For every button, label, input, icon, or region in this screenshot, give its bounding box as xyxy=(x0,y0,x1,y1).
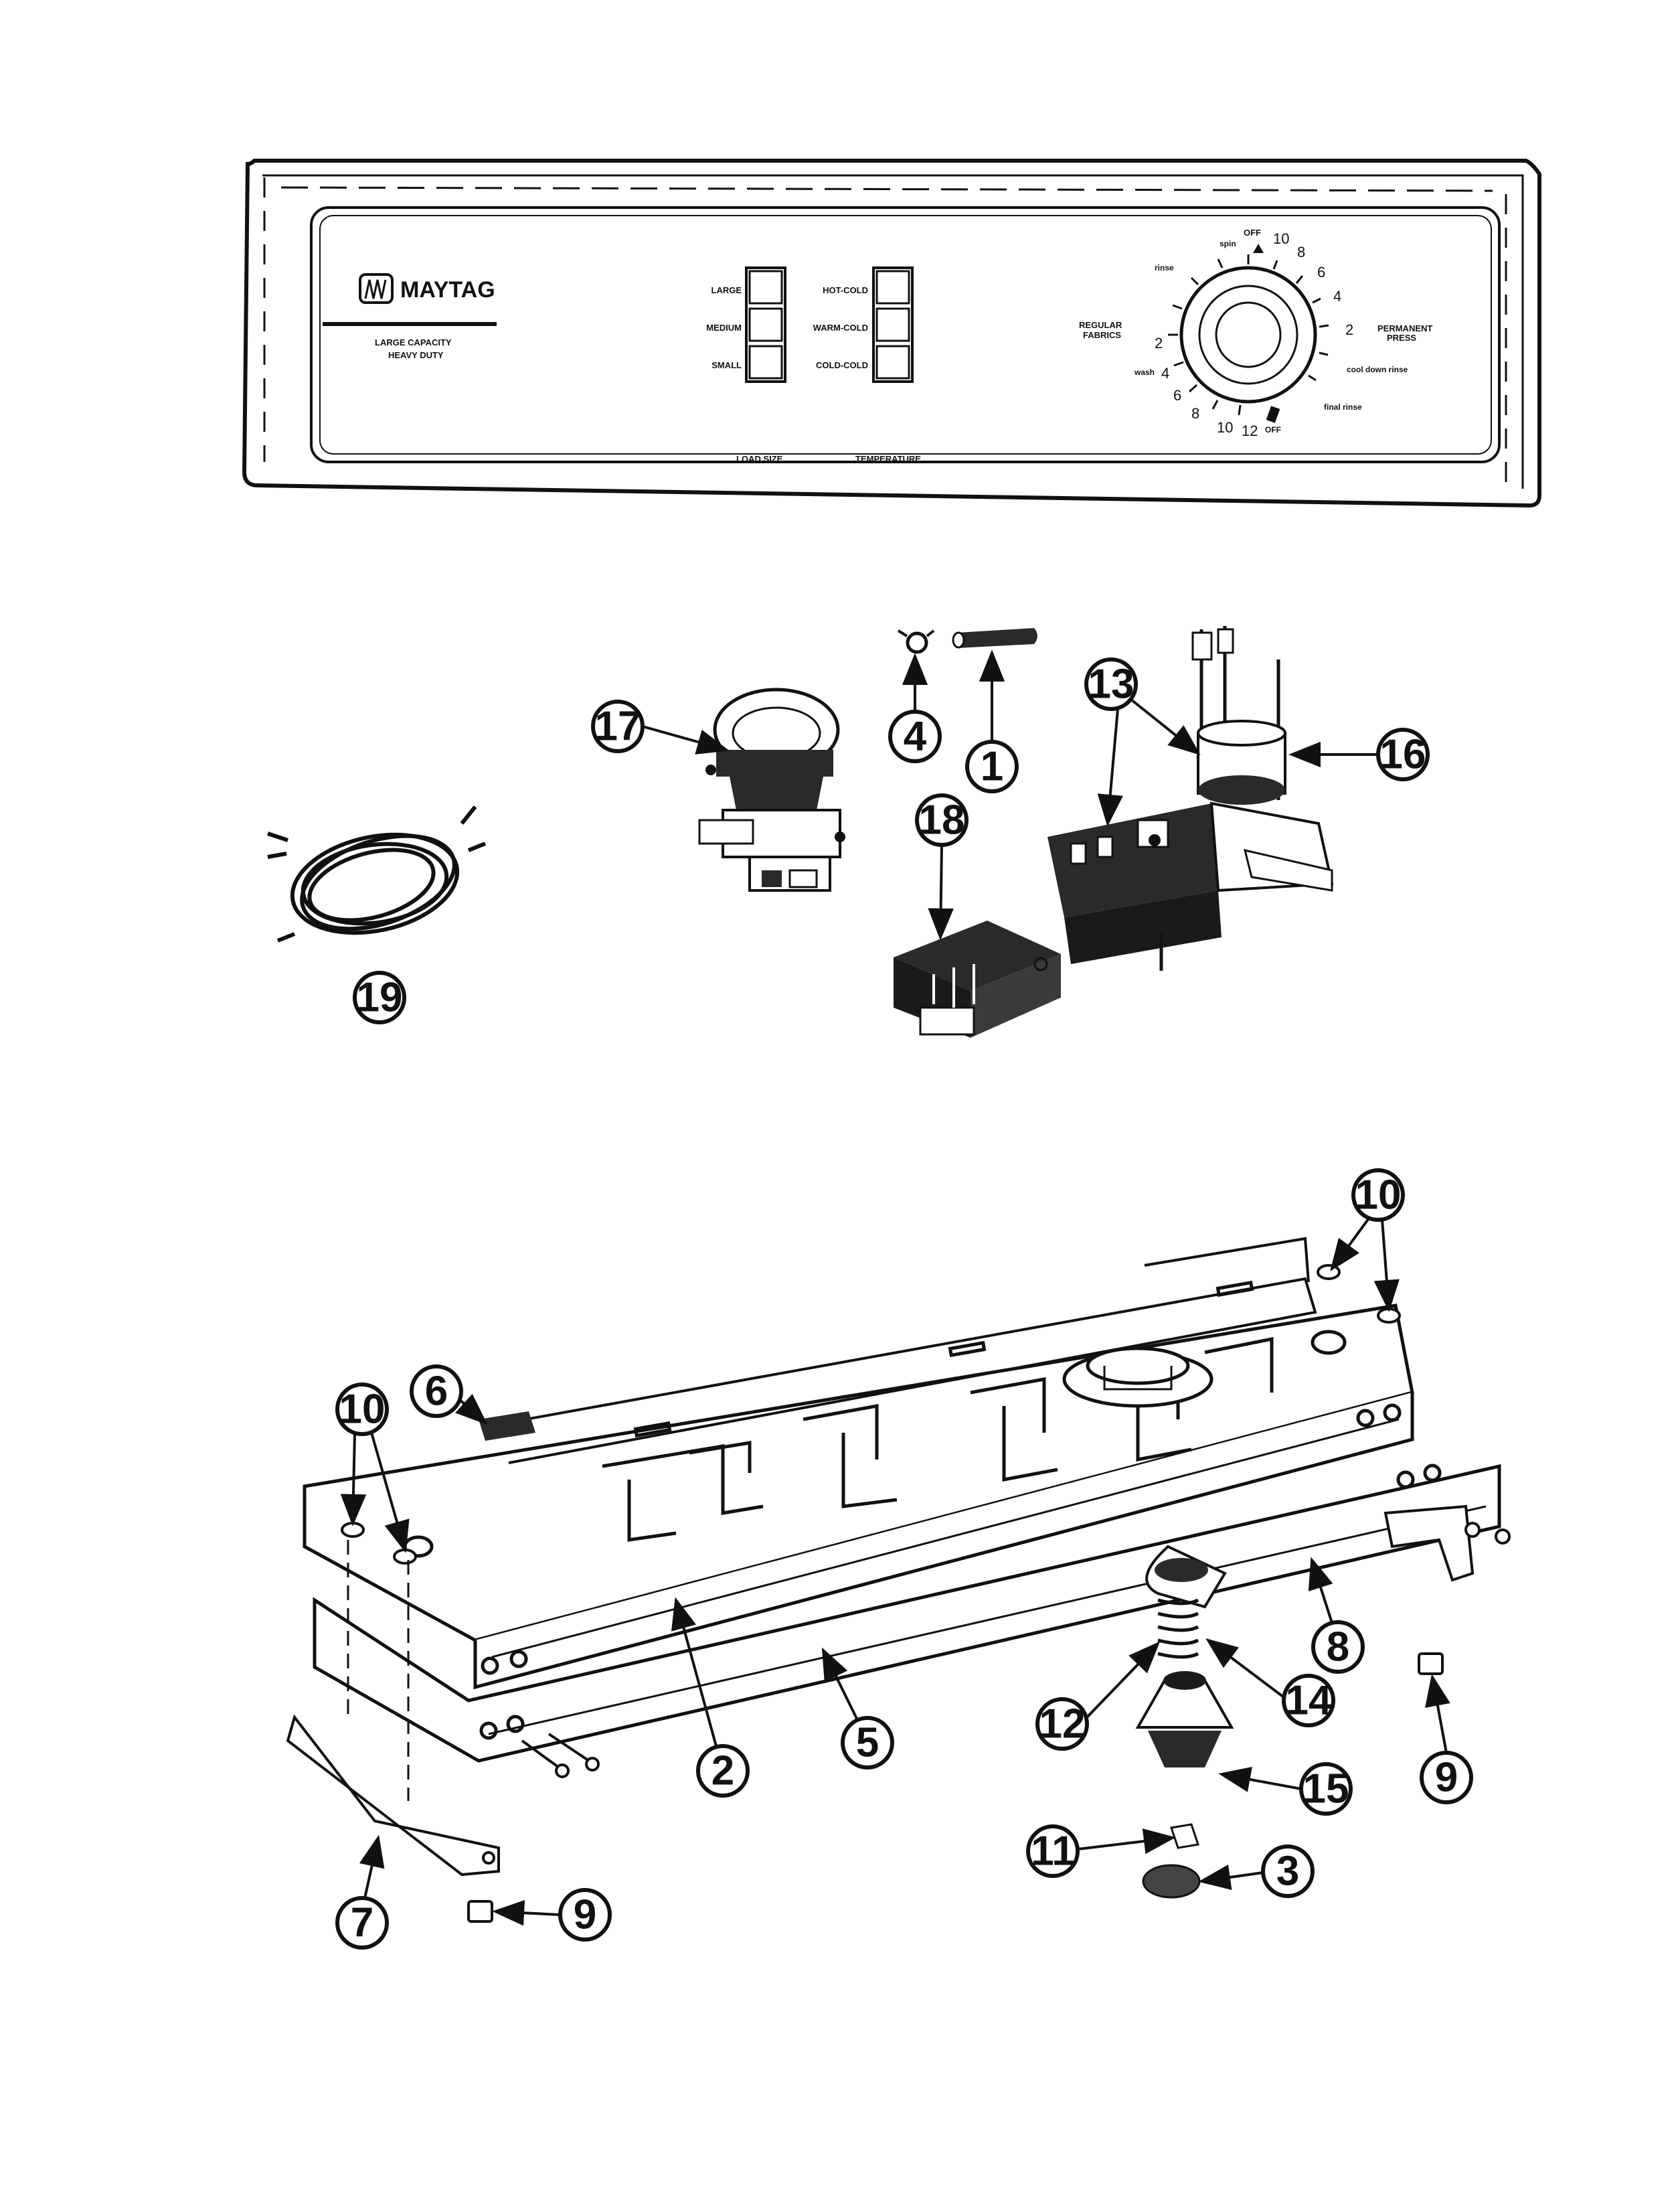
dial-num-left-8: 8 xyxy=(1191,405,1199,422)
callout-1: 1 xyxy=(981,744,1003,790)
temp-hot-cold-button[interactable] xyxy=(875,270,910,305)
dial-wash-label: wash xyxy=(1134,368,1155,377)
callout-3: 3 xyxy=(1276,1848,1299,1895)
temp-cold-cold-button[interactable] xyxy=(875,345,910,380)
brand-name: MAYTAG xyxy=(400,277,495,303)
dial-final-rinse-label: final rinse xyxy=(1324,402,1362,412)
timer-assembly xyxy=(1047,801,1334,971)
selector-switch xyxy=(698,688,845,892)
callout-13: 13 xyxy=(1088,661,1135,708)
dial-num-top-4: 4 xyxy=(1333,288,1341,305)
dial-num-bottom-10: 10 xyxy=(1217,419,1233,436)
load-size-medium-button[interactable] xyxy=(748,307,783,342)
callout-14: 14 xyxy=(1286,1678,1332,1724)
temperature-group: HOT-COLD WARM-COLD COLD-COLD TEMPERATURE xyxy=(813,266,921,464)
part-8-bracket xyxy=(1383,1504,1511,1582)
clips-9 xyxy=(467,1652,1444,1923)
callouts: 1 4 17 13 16 18 19 10 10 6 2 5 8 14 12 1… xyxy=(335,649,1473,1950)
temp-hot-cold-label: HOT-COLD xyxy=(823,285,868,295)
callout-6: 6 xyxy=(425,1368,448,1415)
callout-9-left: 9 xyxy=(574,1892,596,1938)
clip-part xyxy=(897,629,935,654)
dial-off-top: OFF xyxy=(1244,228,1261,238)
callout-18: 18 xyxy=(919,797,965,844)
callout-11: 11 xyxy=(1031,1828,1075,1875)
load-size-large-button[interactable] xyxy=(748,270,783,305)
model-line-1: LARGE CAPACITY xyxy=(375,337,452,347)
timer-motor xyxy=(1191,626,1286,805)
control-panel: MAYTAG LARGE CAPACITY HEAVY DUTY LARGE M… xyxy=(242,159,1541,508)
callout-8: 8 xyxy=(1327,1624,1349,1670)
dial-num-left-4: 4 xyxy=(1161,365,1169,382)
dial-off-bottom: OFF xyxy=(1265,425,1281,435)
knob-stack xyxy=(1135,1545,1234,1899)
control-panel-frame xyxy=(303,1237,1501,1763)
load-size-group: LARGE MEDIUM SMALL LOAD SIZE xyxy=(706,266,786,464)
maytag-logo: MAYTAG xyxy=(359,273,495,304)
cycle-dial[interactable]: OFF spin rinse 10 8 6 4 2 2 4 6 8 10 12 … xyxy=(1134,228,1408,439)
dial-rinse-label: rinse xyxy=(1155,263,1174,272)
callout-16: 16 xyxy=(1380,732,1426,778)
part-6-clip xyxy=(479,1411,535,1441)
dial-num-top-8: 8 xyxy=(1297,244,1305,260)
temp-warm-cold-label: WARM-COLD xyxy=(813,323,868,333)
dial-num-right-2: 2 xyxy=(1345,321,1353,338)
tube-part xyxy=(952,628,1037,649)
dial-num-top-6: 6 xyxy=(1317,264,1325,281)
dial-num-top-10: 10 xyxy=(1273,230,1289,247)
screws-lower xyxy=(521,1733,600,1778)
load-size-large-label: LARGE xyxy=(711,285,742,295)
load-size-title: LOAD SIZE xyxy=(736,454,783,464)
callout-9-right: 9 xyxy=(1435,1755,1458,1801)
switch-block xyxy=(894,921,1061,1038)
callout-10-left: 10 xyxy=(339,1387,386,1433)
dial-cool-down-rinse-label: cool down rinse xyxy=(1347,365,1408,374)
temp-warm-cold-button[interactable] xyxy=(875,307,910,342)
callout-7: 7 xyxy=(351,1900,373,1946)
temp-cold-cold-label: COLD-COLD xyxy=(816,360,868,370)
dial-spin-label: spin xyxy=(1220,239,1236,248)
dial-ticks xyxy=(1168,254,1329,416)
load-size-medium-label: MEDIUM xyxy=(706,323,742,333)
callout-4: 4 xyxy=(904,714,927,760)
dial-num-left-2: 2 xyxy=(1155,335,1163,351)
callout-17: 17 xyxy=(595,704,641,750)
callout-10-right: 10 xyxy=(1355,1172,1402,1218)
wire-harness xyxy=(267,805,487,943)
callout-12: 12 xyxy=(1039,1701,1086,1747)
temperature-title: TEMPERATURE xyxy=(855,454,921,464)
load-size-small-label: SMALL xyxy=(711,360,742,370)
model-line-2: HEAVY DUTY xyxy=(388,350,444,360)
callout-5: 5 xyxy=(856,1720,879,1766)
load-size-small-button[interactable] xyxy=(748,345,783,380)
callout-19: 19 xyxy=(357,975,403,1021)
dial-num-bottom-12: 12 xyxy=(1242,422,1258,439)
callout-2: 2 xyxy=(711,1748,734,1794)
part-7-bracket xyxy=(286,1540,500,1877)
dial-num-left-6: 6 xyxy=(1173,387,1181,404)
callout-15: 15 xyxy=(1303,1766,1349,1812)
